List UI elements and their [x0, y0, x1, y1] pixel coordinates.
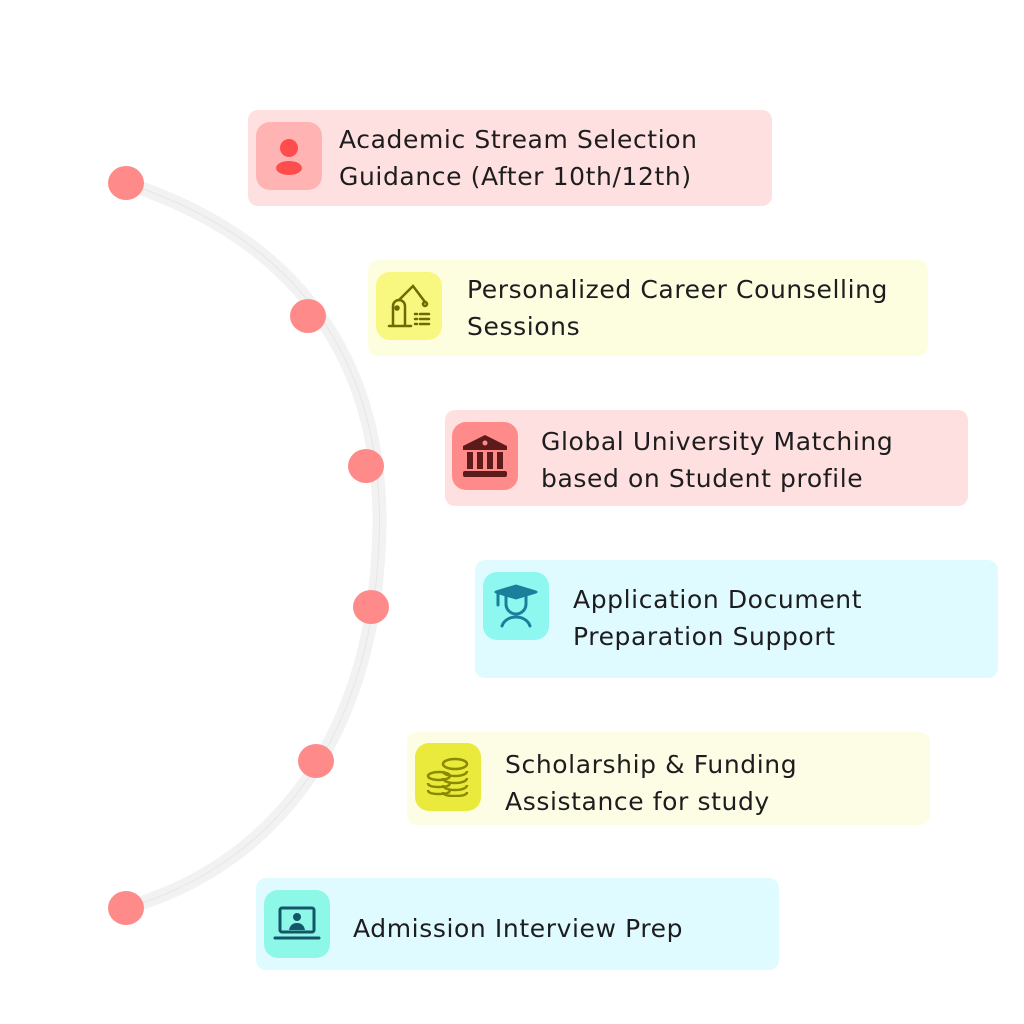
timeline-dot [108, 891, 144, 925]
coins-icon [415, 743, 481, 811]
robotic-arm-icon [376, 272, 442, 340]
university-icon [452, 422, 518, 490]
graduate-icon [483, 572, 549, 640]
timeline-dot [290, 299, 326, 333]
timeline-dot [348, 449, 384, 483]
service-label: Admission Interview Prep [353, 914, 684, 943]
service-card-interview-prep: Admission Interview Prep [256, 878, 779, 970]
person-icon [256, 122, 322, 190]
timeline-dot [353, 590, 389, 624]
timeline-dot [108, 166, 144, 200]
laptop-user-icon [264, 890, 330, 958]
timeline-dot [298, 744, 334, 778]
